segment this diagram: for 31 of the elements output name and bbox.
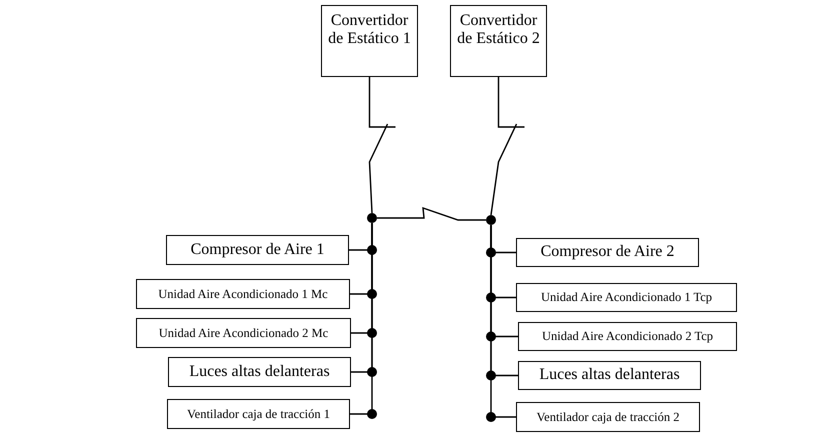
bus-line xyxy=(350,223,373,415)
junction-dot xyxy=(367,213,377,223)
box-label: Unidad Aire Acondicionado 2 Tcp xyxy=(542,329,714,344)
switch-line xyxy=(490,76,526,216)
load-box xyxy=(136,318,351,348)
load-box xyxy=(516,283,737,312)
switch-line xyxy=(368,76,396,214)
box-label: Compresor de Aire 2 xyxy=(540,243,674,262)
switch-line xyxy=(377,206,486,221)
load-box xyxy=(518,322,737,351)
box-label: Convertidor de Estático 2 xyxy=(456,12,541,49)
box-label: Unidad Aire Acondicionado 1 Tcp xyxy=(540,290,712,305)
load-box xyxy=(136,279,350,309)
box-label: Ventilador caja de tracción 2 xyxy=(536,410,680,424)
box-label: Compresor de Aire 1 xyxy=(190,240,324,260)
load-box xyxy=(168,357,351,387)
converter-box xyxy=(450,5,547,77)
box-label: Convertidor de Estático 1 xyxy=(327,12,412,49)
load-box xyxy=(516,402,700,432)
box-label: Luces altas delanteras xyxy=(539,366,680,385)
load-box xyxy=(516,238,699,267)
bus-line xyxy=(490,225,516,418)
load-box xyxy=(166,235,349,265)
box-label: Unidad Aire Acondicionado 2 Mc xyxy=(158,326,328,340)
box-label: Luces altas delanteras xyxy=(189,362,330,382)
load-box xyxy=(518,361,701,390)
box-label: Unidad Aire Acondicionado 1 Mc xyxy=(158,286,328,302)
junction-dot xyxy=(486,215,496,225)
load-box xyxy=(167,399,350,429)
box-label: Ventilador caja de tracción 1 xyxy=(187,406,330,422)
converter-box xyxy=(321,5,418,77)
